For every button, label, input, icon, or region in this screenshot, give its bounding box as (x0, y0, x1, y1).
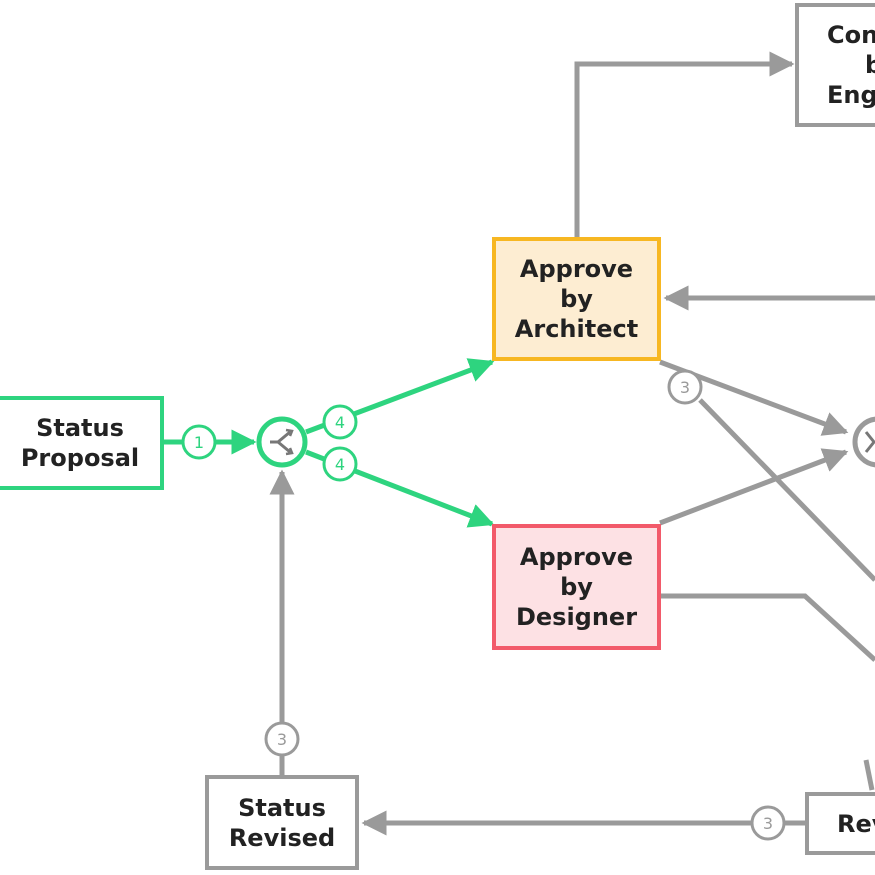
node-review[interactable]: Rev (805, 792, 875, 855)
edge-architect-to-review (698, 398, 875, 582)
node-confirm-engineer-line-1: Con (827, 21, 875, 49)
split-gateway[interactable] (256, 416, 308, 468)
edge-into-review-from-top (863, 759, 875, 791)
node-status-proposal[interactable]: Status Proposal (0, 396, 164, 490)
edge-architect-to-engineer (574, 51, 795, 238)
merge-gateway[interactable] (852, 416, 875, 468)
merge-gateway-icon (864, 431, 875, 453)
badge-3-review-label: 3 (763, 814, 773, 833)
node-status-revised[interactable]: Status Revised (205, 775, 359, 870)
badge-1-label: 1 (194, 433, 204, 452)
node-approve-architect-line-2: by (560, 285, 593, 313)
edge-designer-to-merge (659, 448, 849, 526)
badge-1: 1 (181, 424, 217, 460)
edge-designer-to-review (660, 593, 875, 662)
badge-3-revised: 3 (264, 721, 300, 757)
node-approve-by-architect[interactable]: Approve by Architect (492, 237, 661, 361)
node-approve-designer-line-3: Designer (515, 603, 638, 631)
node-approve-designer-line-1: Approve (519, 543, 634, 571)
node-status-revised-line-1: Status (238, 793, 326, 822)
badge-3-review: 3 (750, 805, 786, 841)
node-status-proposal-line-2: Proposal (20, 444, 140, 472)
node-confirm-engineer-line-3: Engi (827, 81, 875, 109)
node-status-proposal-line-1: Status (36, 414, 124, 442)
node-approve-architect-line-1: Approve (519, 255, 634, 283)
node-approve-by-designer[interactable]: Approve by Designer (492, 524, 661, 650)
node-confirm-engineer-line-2: b (827, 50, 875, 80)
node-approve-designer-line-2: by (560, 573, 593, 601)
badge-4-upper: 4 (322, 404, 358, 440)
fork-split-icon (270, 428, 294, 456)
badge-4-upper-label: 4 (335, 413, 345, 432)
badge-4-lower: 4 (322, 446, 358, 482)
badge-3-architect: 3 (667, 369, 703, 405)
node-confirm-by-engineer[interactable]: Con b Engi (795, 3, 875, 127)
badge-4-lower-label: 4 (335, 455, 345, 474)
node-approve-architect-line-3: Architect (514, 315, 639, 343)
badge-3-architect-label: 3 (680, 378, 690, 397)
node-review-line-1: Rev (837, 809, 875, 838)
node-status-revised-line-2: Revised (228, 823, 336, 852)
badge-3-revised-label: 3 (277, 730, 287, 749)
